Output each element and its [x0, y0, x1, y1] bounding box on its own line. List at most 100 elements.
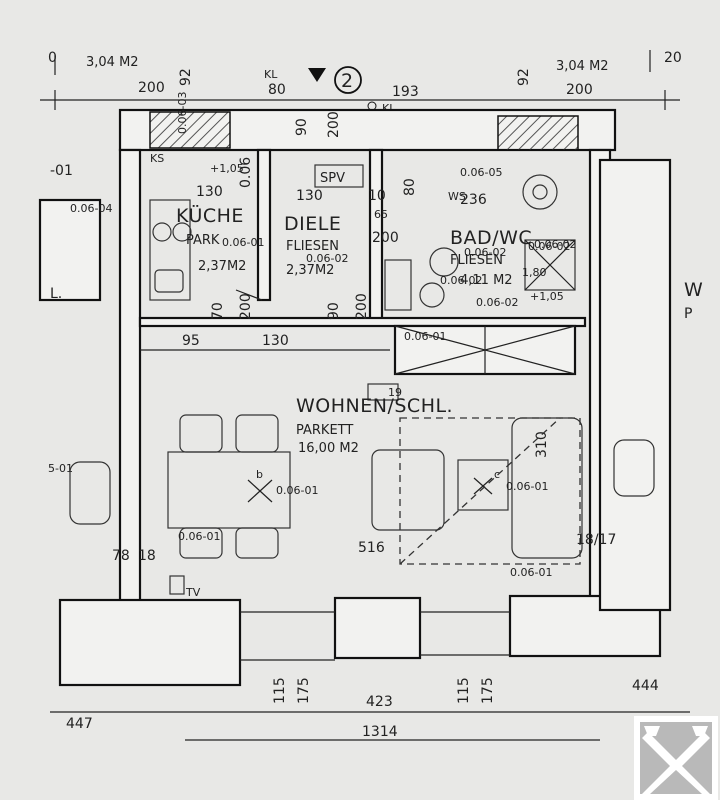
top-wall-hatch-left — [149, 111, 231, 149]
bath-name: BAD/WC — [450, 227, 532, 249]
kitchen-plus105: +1,05 — [210, 162, 244, 175]
sink-icon — [154, 269, 184, 293]
dim-top-92-left: 92 — [178, 68, 194, 86]
tag-19: 19 — [388, 386, 402, 399]
top-dimension-line — [40, 50, 680, 110]
logo-icon — [634, 716, 718, 800]
ground-icon — [532, 184, 548, 200]
sofa — [511, 417, 583, 559]
spv-label: SPV — [320, 171, 345, 186]
edge-left-label: -01 — [50, 163, 73, 179]
tag-0605: 0.06-05 — [460, 166, 502, 179]
table-b: b — [256, 468, 263, 481]
dim-top-80: 80 — [268, 82, 286, 98]
stove-icon — [152, 222, 172, 242]
dining-table — [167, 451, 291, 529]
bed-outline — [399, 417, 581, 565]
left-78: 78 — [112, 548, 130, 564]
bottom-wall-left — [58, 598, 242, 687]
edge-l-label: L. — [50, 286, 62, 302]
outer-radiator — [69, 461, 111, 525]
bath-236: 236 — [460, 192, 487, 208]
tag-0601-table: 0.06-01 — [276, 484, 318, 497]
toilet-icon — [419, 282, 445, 308]
basin-icon — [429, 247, 459, 277]
dim-top-200-left: 200 — [138, 80, 165, 96]
tag-0602-b3: 0.06-02 — [440, 274, 482, 287]
living-area: 16,00 M2 — [298, 441, 359, 456]
chair-3 — [179, 527, 223, 559]
hall-200: 200 — [326, 111, 342, 138]
bottom-pier-mid — [333, 596, 422, 660]
bath-area: 4,11 M2 — [460, 273, 513, 288]
kitchen-130: 130 — [196, 184, 223, 200]
dim-top-92-right: 92 — [516, 68, 532, 86]
living-floor: PARKETT — [296, 423, 353, 438]
hall-130: 130 — [296, 188, 323, 204]
kitchen-name: KÜCHE — [176, 204, 244, 227]
bottom-175-right: 175 — [480, 677, 496, 704]
bath-180: 1,80 — [522, 266, 547, 279]
hall-name: DIELE — [284, 213, 341, 235]
hall-200b: 200 — [372, 230, 399, 246]
kitchen-counter — [149, 199, 191, 301]
hall-65: 65 — [374, 208, 388, 221]
edge-top-right: 20 — [664, 50, 682, 66]
edge-top-left: 0 — [48, 50, 57, 66]
mid-200: 200 — [238, 293, 254, 320]
label-19-box — [367, 383, 399, 401]
partition-horizontal — [138, 316, 587, 328]
spv-box — [314, 164, 364, 188]
mid-90: 90 — [326, 302, 342, 320]
tag-0601-right: 0.06-01 — [510, 566, 552, 579]
bottom-115-left: 115 — [272, 677, 288, 704]
right-radiator — [613, 439, 655, 497]
hall-80: 80 — [402, 178, 418, 196]
mid-95: 95 — [182, 333, 200, 349]
stove-icon-2 — [172, 222, 192, 242]
bottom-115-right: 115 — [456, 677, 472, 704]
left-18: 18 — [138, 548, 156, 564]
marker-number: 2 — [341, 70, 353, 92]
kitchen-floor: PARK — [186, 233, 220, 248]
coffee-x2 — [473, 477, 493, 495]
kl-label-left: KL — [264, 68, 278, 81]
chair-2 — [235, 414, 279, 453]
shower-tray — [524, 239, 576, 291]
ws-label: WS — [448, 190, 466, 203]
shower-x2 — [524, 239, 576, 291]
tag-0604-left: 0.06-04 — [70, 202, 112, 215]
hall-90: 90 — [294, 118, 310, 136]
top-wall-hatch-right — [497, 115, 579, 151]
floor-516: 516 — [358, 540, 385, 556]
bottom-175-left: 175 — [296, 677, 312, 704]
dim-top-200-right: 200 — [566, 82, 593, 98]
tag-0602-hall: 0.06-02 — [306, 252, 348, 265]
mid-200b: 200 — [354, 293, 370, 320]
hall-10: 10 — [368, 188, 386, 204]
bottom-447: 447 — [66, 716, 93, 732]
hall-area: 2,37M2 — [286, 263, 334, 278]
boiler-icon — [522, 174, 558, 210]
tag-0602-b1: 0.06-02 — [464, 246, 506, 259]
hall-floor: FLIESEN — [286, 239, 339, 254]
neighbour-left — [38, 198, 102, 302]
kitchen-area: 2,37M2 — [198, 259, 246, 274]
tag-0601-bed: 0.06-01 — [506, 480, 548, 493]
edge-right-w: W — [684, 279, 703, 301]
tv-socket — [169, 575, 185, 595]
tag-0601-kitchen: 0.06-01 — [222, 236, 264, 249]
hall-door-swing — [235, 289, 263, 301]
coffee-table — [457, 459, 509, 511]
table-x2 — [247, 479, 273, 503]
tag-0602-b2: 0.06-02 — [528, 240, 570, 253]
bath-floor: FLIESEN — [450, 253, 503, 268]
partition-kitchen-hall — [256, 148, 272, 302]
tag-0601-closet: 0.06-01 — [404, 330, 446, 343]
kitchen-v006: 0.06 — [238, 157, 254, 188]
tag-0601-left: 0.06-01 — [178, 530, 220, 543]
tag-0602-b4: 0.06-02 — [476, 296, 518, 309]
dim-top-193: 193 — [392, 84, 419, 100]
tag-outer-left: 5-01 — [48, 462, 73, 475]
